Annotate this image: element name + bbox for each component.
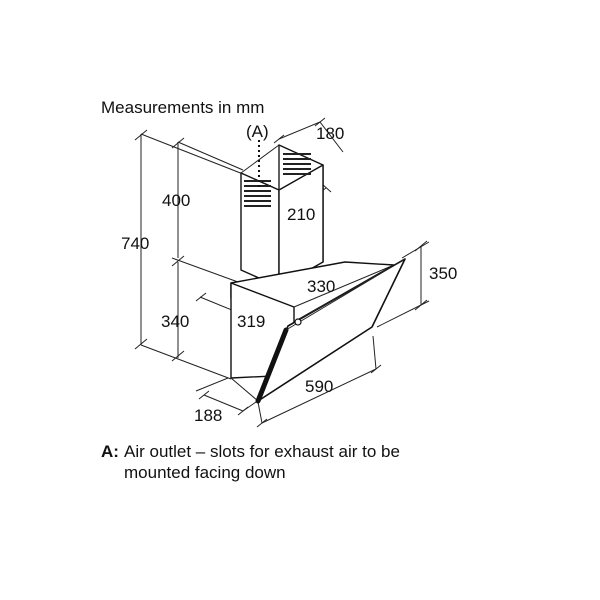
chimney bbox=[240, 140, 324, 288]
dim-chimney-depth: 210 bbox=[287, 205, 315, 224]
legend-text: Air outlet – slots for exhaust air to be… bbox=[124, 441, 544, 483]
legend-line-2: mounted facing down bbox=[124, 463, 286, 482]
dim-body-height: 340 bbox=[161, 312, 189, 331]
dim-glass-height: 350 bbox=[429, 264, 457, 283]
dim-chimney-height: 400 bbox=[162, 191, 190, 210]
legend-line-1: Air outlet – slots for exhaust air to be bbox=[124, 442, 400, 461]
outlet-marker-label: (A) bbox=[246, 122, 269, 141]
dim-bottom-depth: 188 bbox=[194, 406, 222, 425]
glass-panel bbox=[255, 258, 406, 404]
back-slots bbox=[283, 153, 311, 175]
dim-body-width: 330 bbox=[307, 277, 335, 296]
dimension-labels: (A) 180 400 210 740 350 330 340 319 590 … bbox=[121, 122, 457, 425]
air-outlet-slots bbox=[244, 180, 271, 207]
dim-chimney-width: 180 bbox=[316, 124, 344, 143]
dim-width: 590 bbox=[305, 377, 333, 396]
dim-total-height: 740 bbox=[121, 234, 149, 253]
measurements-title: Measurements in mm bbox=[101, 98, 264, 117]
legend-key: A: bbox=[101, 442, 119, 461]
dim-body-depth: 319 bbox=[237, 312, 265, 331]
